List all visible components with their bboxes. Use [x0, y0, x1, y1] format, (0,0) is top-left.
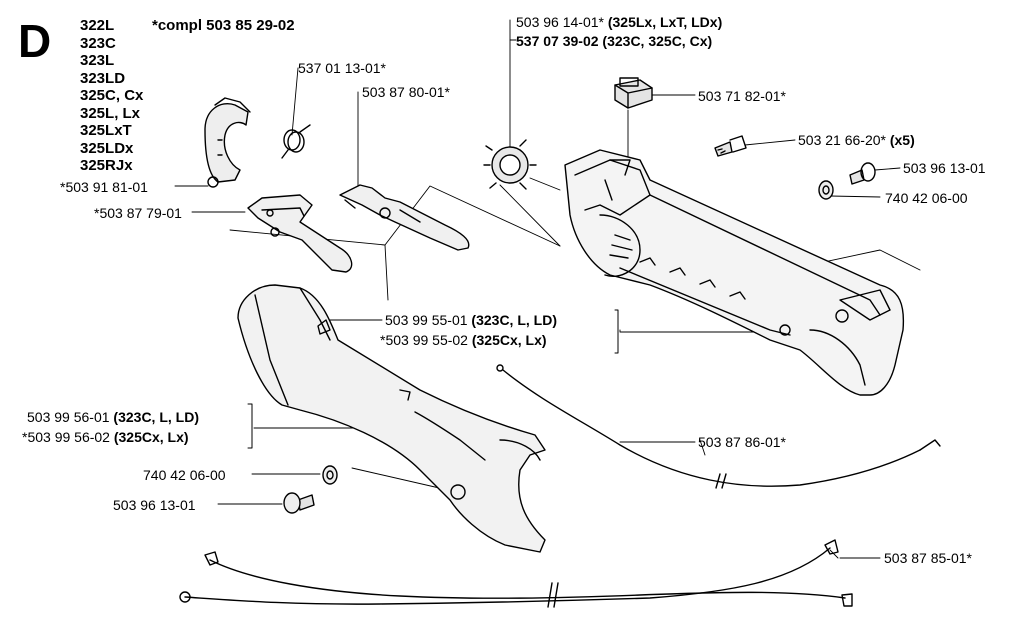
part-label[interactable]: 740 42 06-00: [885, 190, 968, 206]
model-item: 323LD: [80, 69, 126, 87]
part-label[interactable]: 503 21 66-20* (x5): [798, 132, 915, 148]
screw-right-part: [849, 162, 876, 185]
part-label[interactable]: 503 96 13-01: [113, 497, 196, 513]
part-label[interactable]: 503 96 14-01* (325Lx, LxT, LDx): [516, 14, 723, 30]
part-label[interactable]: *503 99 55-02 (325Cx, Lx): [380, 332, 547, 348]
part-label[interactable]: 503 87 80-01*: [362, 84, 450, 100]
part-label[interactable]: 537 01 13-01*: [298, 60, 386, 76]
part-label[interactable]: 503 71 82-01*: [698, 88, 786, 104]
throttle-lever-part: [339, 184, 470, 251]
model-item: 325C, Cx: [80, 87, 144, 104]
model-item: 325LxT: [80, 122, 132, 139]
switch-part: [614, 77, 653, 109]
model-item: 322L: [80, 17, 115, 34]
clamp-part: [204, 97, 251, 188]
model-item: 323L: [80, 52, 115, 69]
model-item: 325LDx: [80, 139, 134, 157]
part-label[interactable]: 503 87 85-01*: [884, 550, 972, 566]
part-label[interactable]: *503 99 56-02 (325Cx, Lx): [22, 429, 189, 445]
handle-housing: [564, 149, 905, 396]
model-item: 323C: [80, 34, 116, 52]
part-label[interactable]: 503 96 13-01: [903, 160, 986, 176]
rear-handle-cover: [237, 284, 546, 553]
screw-left-part: [283, 492, 315, 514]
section-letter: D: [18, 15, 52, 67]
part-label[interactable]: 537 07 39-02 (323C, 325C, Cx): [516, 33, 713, 49]
stop-cable: [179, 539, 853, 608]
part-label[interactable]: *503 87 79-01: [94, 205, 182, 221]
label-brackets: [247, 309, 619, 449]
part-label[interactable]: 503 99 56-01 (323C, L, LD): [27, 409, 199, 425]
model-item: 325RJx: [80, 157, 133, 174]
washer-left-part: [322, 465, 338, 485]
screw-part: [714, 135, 747, 157]
trigger-part: [247, 194, 353, 273]
part-label[interactable]: 503 87 86-01*: [698, 434, 786, 450]
part-label[interactable]: 503 99 55-01 (323C, L, LD): [385, 312, 557, 328]
part-label[interactable]: *503 91 81-01: [60, 179, 148, 195]
throttle-cable: [496, 364, 941, 489]
washer-right-part: [818, 180, 834, 200]
part-label[interactable]: 740 42 06-00: [143, 467, 226, 483]
gear-nut-part: [483, 139, 537, 190]
model-item: 325L, Lx: [80, 104, 141, 122]
complete-number: *compl 503 85 29-02: [152, 17, 295, 34]
spring-part: [281, 124, 311, 159]
